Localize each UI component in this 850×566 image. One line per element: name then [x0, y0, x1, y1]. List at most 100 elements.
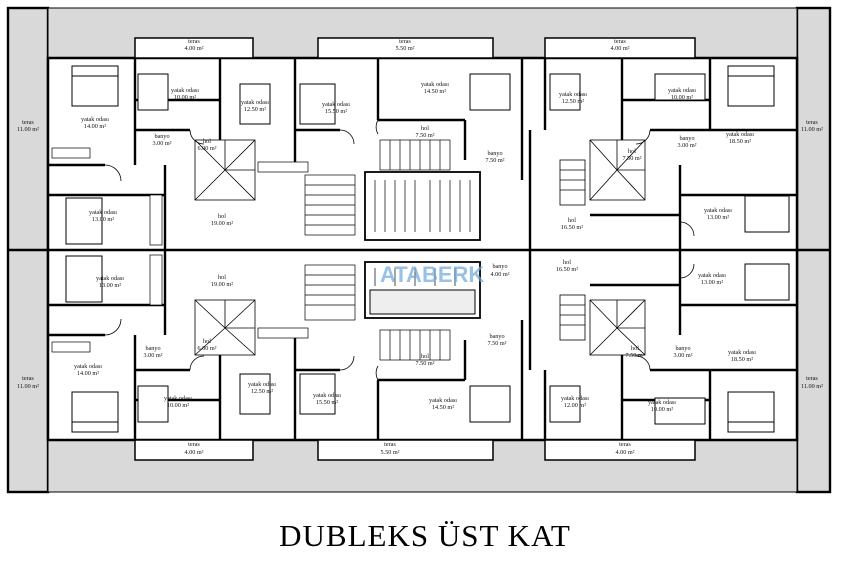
room-area: 11.00 m² — [17, 126, 39, 133]
room-area: 7.50 m² — [487, 340, 506, 347]
room-label: yatak odası — [164, 395, 192, 402]
room-label: yatak odası — [89, 209, 117, 216]
room-area: 7.50 m² — [415, 360, 434, 367]
room-label: hol — [421, 353, 429, 360]
room-label: yatak odası — [704, 207, 732, 214]
room-label: banyo — [145, 345, 160, 352]
room-area: 4.00 m² — [184, 45, 203, 52]
room-area: 10.00 m² — [671, 94, 693, 101]
room-label: yatak odası — [96, 275, 124, 282]
room-area: 3.00 m² — [677, 142, 696, 149]
room-label: yatak odası — [241, 99, 269, 106]
bottom-terrace-1 — [134, 439, 254, 461]
room-label: teras — [399, 38, 411, 45]
room-area: 4.00 m² — [615, 449, 634, 456]
room-area: 7.50 m² — [485, 157, 504, 164]
room-label: yatak odası — [559, 91, 587, 98]
room-area: 13.00 m² — [707, 214, 729, 221]
room-label: yatak odası — [421, 81, 449, 88]
room-area: 18.50 m² — [729, 138, 751, 145]
room-label: teras — [614, 38, 626, 45]
room-label: banyo — [487, 150, 502, 157]
room-label: hol — [568, 217, 576, 224]
room-area: 14.00 m² — [77, 370, 99, 377]
room-label: teras — [806, 119, 818, 126]
room-label: teras — [188, 38, 200, 45]
room-area: 6.00 m² — [197, 145, 216, 152]
room-area: 13.00 m² — [701, 279, 723, 286]
room-area: 13.00 m² — [92, 216, 114, 223]
top-terrace-1 — [134, 37, 254, 59]
room-label: teras — [384, 441, 396, 448]
room-label: yatak odası — [561, 395, 589, 402]
central-stair-top — [364, 171, 481, 241]
room-area: 18.50 m² — [731, 356, 753, 363]
room-area: 16.50 m² — [556, 266, 578, 273]
room-label: yatak odası — [698, 272, 726, 279]
bottom-terrace-3 — [544, 439, 696, 461]
room-label: yatak odası — [648, 399, 676, 406]
room-area: 11.00 m² — [17, 383, 39, 390]
room-area: 15.50 m² — [316, 399, 338, 406]
room-label: yatak odası — [81, 116, 109, 123]
room-area: 4.00 m² — [184, 449, 203, 456]
room-label: yatak odası — [726, 131, 754, 138]
room-label: yatak odası — [74, 363, 102, 370]
room-area: 4.00 m² — [610, 45, 629, 52]
room-label: hol — [203, 338, 211, 345]
room-label: teras — [619, 441, 631, 448]
top-terrace-3 — [544, 37, 696, 59]
room-area: 7.50 m² — [622, 155, 641, 162]
room-area: 14.50 m² — [432, 404, 454, 411]
room-label: teras — [806, 375, 818, 382]
room-area: 14.00 m² — [84, 123, 106, 130]
room-area: 12.00 m² — [564, 402, 586, 409]
room-area: 19.00 m² — [211, 281, 233, 288]
plan-caption: DUBLEKS ÜST KAT — [279, 518, 571, 553]
bottom-terrace-2 — [317, 439, 494, 461]
room-label: banyo — [489, 333, 504, 340]
room-area: 14.50 m² — [424, 88, 446, 95]
room-area: 10.00 m² — [167, 402, 189, 409]
room-label: hol — [218, 274, 226, 281]
room-label: hol — [631, 345, 639, 352]
elevator-shaft — [369, 289, 476, 315]
room-area: 3.00 m² — [143, 352, 162, 359]
room-label: hol — [628, 148, 636, 155]
room-area: 5.50 m² — [380, 449, 399, 456]
room-label: yatak odası — [668, 87, 696, 94]
room-label: banyo — [492, 263, 507, 270]
room-area: 11.00 m² — [801, 126, 823, 133]
floor-plan: ATABERK teras 11.00 m² teras 11.00 m² te… — [6, 6, 832, 494]
room-area: 16.50 m² — [561, 224, 583, 231]
room-area: 7.50 m² — [625, 352, 644, 359]
room-area: 19.00 m² — [211, 220, 233, 227]
room-area: 12.50 m² — [251, 388, 273, 395]
room-area: 3.00 m² — [673, 352, 692, 359]
room-label: yatak odası — [171, 87, 199, 94]
room-area: 10.00 m² — [651, 406, 673, 413]
room-area: 10.00 m² — [174, 94, 196, 101]
room-label: banyo — [679, 135, 694, 142]
room-area: 15.50 m² — [325, 108, 347, 115]
room-area: 11.00 m² — [801, 383, 823, 390]
room-label: hol — [218, 213, 226, 220]
room-label: yatak odası — [313, 392, 341, 399]
room-label: yatak odası — [322, 101, 350, 108]
room-area: 12.50 m² — [562, 98, 584, 105]
room-label: hol — [203, 138, 211, 145]
room-label: yatak odası — [728, 349, 756, 356]
room-area: 7.50 m² — [415, 132, 434, 139]
room-area: 12.50 m² — [244, 106, 266, 113]
room-area: 5.50 m² — [395, 45, 414, 52]
room-label: teras — [188, 441, 200, 448]
room-label: teras — [22, 119, 34, 126]
room-area: 13.00 m² — [99, 282, 121, 289]
watermark-text: ATABERK — [380, 262, 484, 287]
room-label: banyo — [675, 345, 690, 352]
room-label: yatak odası — [248, 381, 276, 388]
room-area: 4.00 m² — [490, 271, 509, 278]
room-label: hol — [421, 125, 429, 132]
room-area: 3.00 m² — [152, 140, 171, 147]
room-label: yatak odası — [429, 397, 457, 404]
